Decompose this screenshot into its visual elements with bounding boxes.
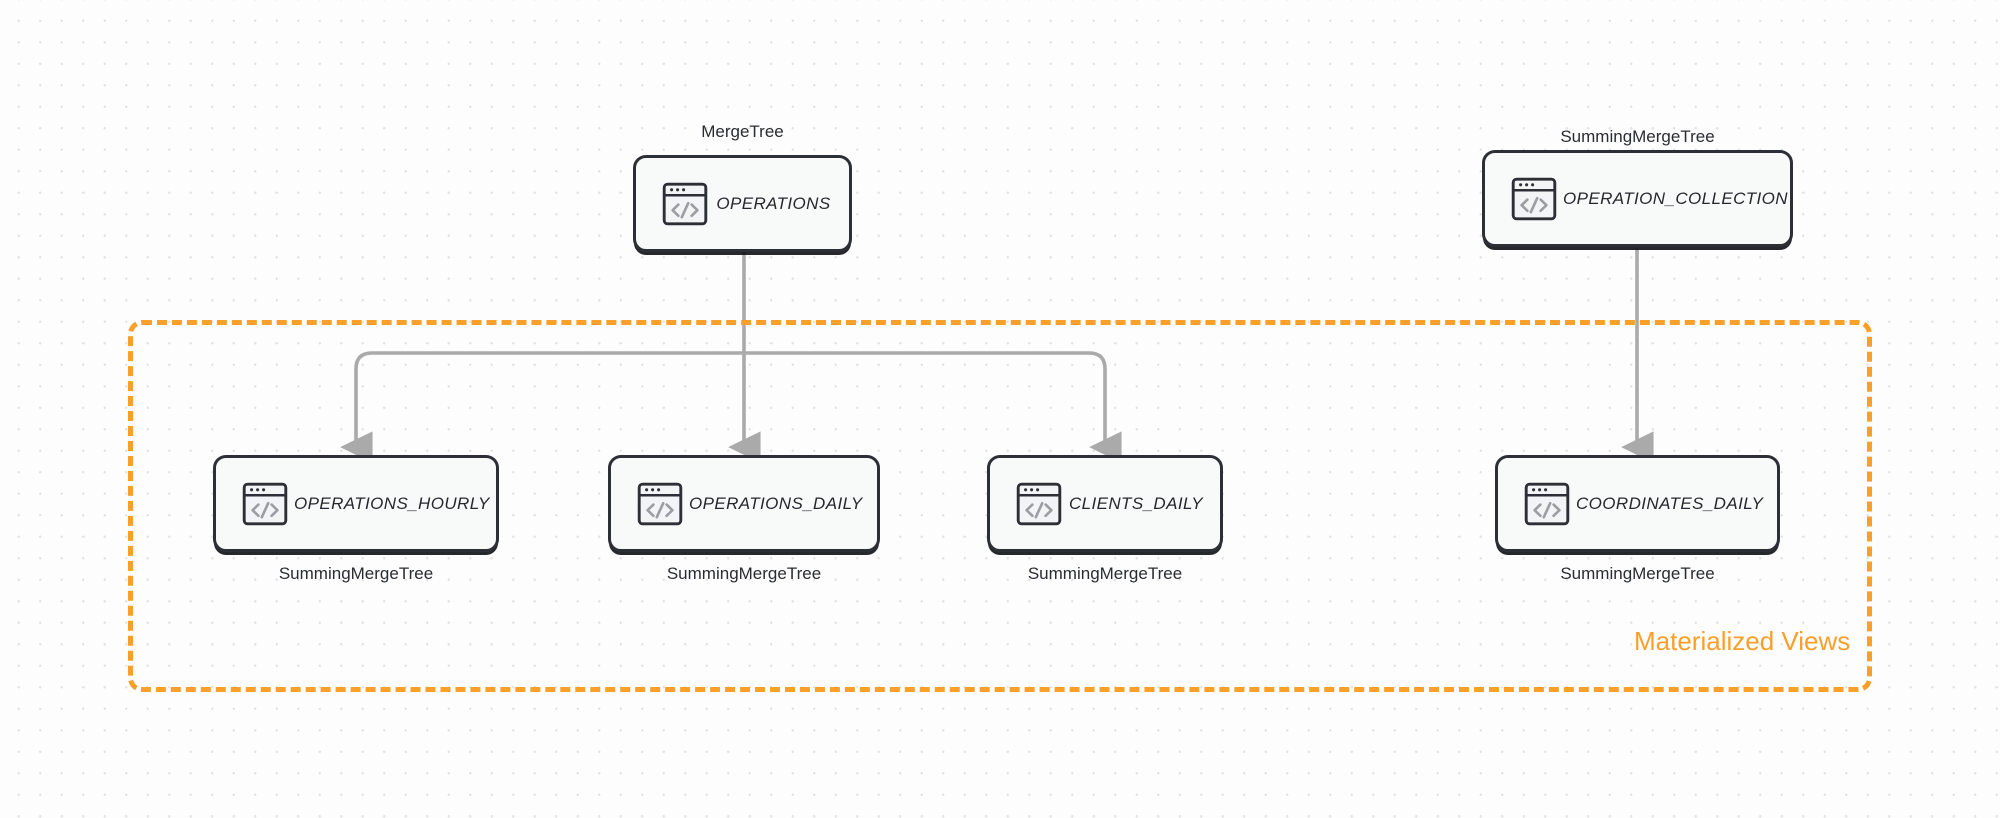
node-clients-daily[interactable]: CLIENTS_DAILY [987, 455, 1223, 552]
node-operations-hourly[interactable]: OPERATIONS_HOURLY [213, 455, 499, 552]
engine-caption-operations-daily: SummingMergeTree [666, 564, 822, 583]
node-label-clients-daily: CLIENTS_DAILY [1068, 493, 1204, 513]
node-operations[interactable]: OPERATIONS [633, 155, 852, 252]
materialized-views-group [128, 320, 1872, 692]
code-window-icon [242, 482, 288, 526]
node-label-operations-daily: OPERATIONS_DAILY [689, 493, 863, 513]
node-coordinates-daily[interactable]: COORDINATES_DAILY [1495, 455, 1780, 552]
engine-caption-operations-hourly: SummingMergeTree [278, 564, 434, 583]
node-label-coordinates-daily: COORDINATES_DAILY [1576, 493, 1764, 513]
code-window-icon [1524, 482, 1570, 526]
code-window-icon [1511, 177, 1557, 221]
node-label-operations: OPERATIONS [716, 193, 831, 213]
code-window-icon [1016, 482, 1062, 526]
code-window-icon [662, 182, 708, 226]
engine-caption-clients-daily: SummingMergeTree [1027, 564, 1183, 583]
node-operations-daily[interactable]: OPERATIONS_DAILY [608, 455, 880, 552]
code-window-icon [637, 482, 683, 526]
node-label-operations-hourly: OPERATIONS_HOURLY [294, 493, 490, 513]
node-operation-collection[interactable]: OPERATION_COLLECTION [1482, 150, 1793, 247]
node-label-operation-collection: OPERATION_COLLECTION [1563, 188, 1788, 208]
materialized-views-group-label: Materialized Views [1634, 626, 1851, 656]
engine-caption-operations: MergeTree [701, 122, 784, 141]
engine-caption-operation-collection: SummingMergeTree [1560, 127, 1715, 146]
engine-caption-coordinates-daily: SummingMergeTree [1560, 564, 1715, 583]
